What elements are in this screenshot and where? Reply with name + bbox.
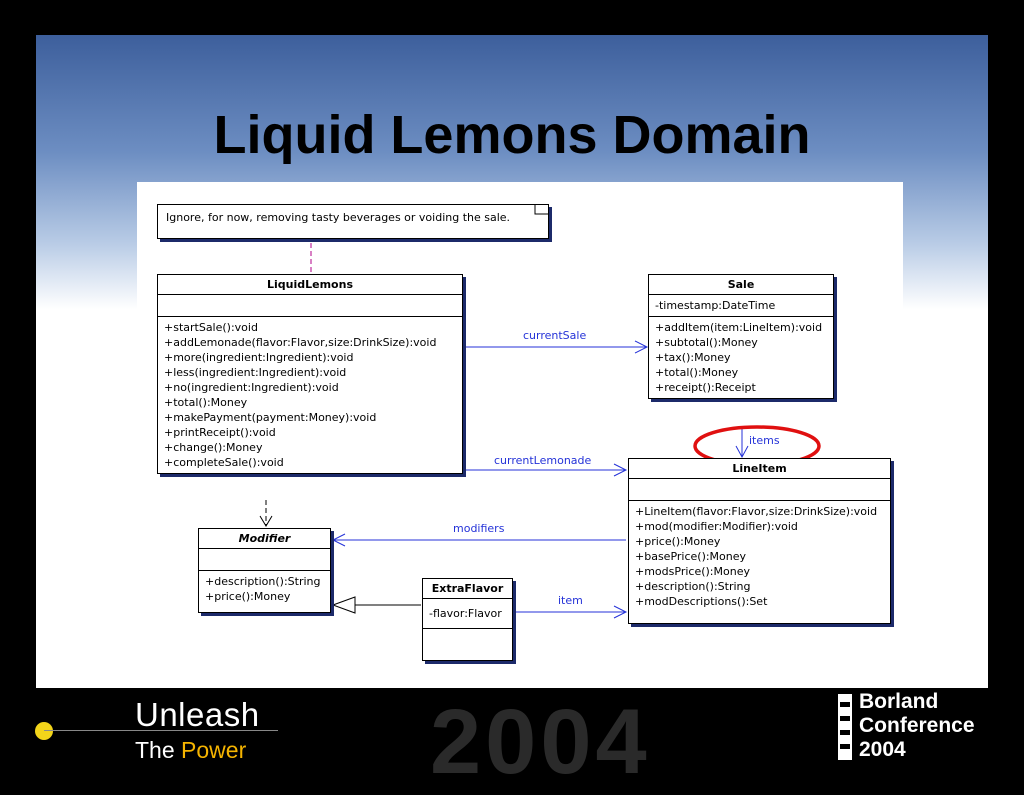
slide-title: Liquid Lemons Domain (213, 105, 811, 165)
note-box: Ignore, for now, removing tasty beverage… (157, 204, 549, 239)
yellow-dot-icon (35, 722, 53, 740)
current-sale-label: currentSale (523, 329, 586, 342)
operation-row: +addItem(item:LineItem):void (655, 321, 823, 334)
borland-line1: Borland (859, 690, 939, 713)
attributes-section: -timestamp:DateTime (649, 295, 833, 317)
operation-row: +receipt():Receipt (655, 381, 756, 394)
class-liquid-lemons[interactable]: LiquidLemons +startSale():void +addLemona… (157, 274, 463, 474)
operation-row: +total():Money (655, 366, 739, 379)
note-fold-icon (534, 204, 549, 215)
the-power-text: The Power (135, 737, 246, 764)
operation-row: +change():Money (164, 441, 263, 454)
class-sale[interactable]: Sale -timestamp:DateTime +addItem(item:L… (648, 274, 834, 399)
borland-logo-icon (838, 694, 852, 760)
attributes-section (158, 295, 462, 317)
attribute-row: -timestamp:DateTime (655, 299, 776, 312)
attributes-section (629, 479, 890, 501)
class-name: LineItem (629, 459, 890, 479)
class-name: Modifier (199, 529, 330, 549)
the-word: The (135, 737, 175, 763)
unleash-text: Unleash (135, 696, 260, 733)
operation-row: +tax():Money (655, 351, 731, 364)
operations-section: +description():String +price():Money (199, 571, 330, 612)
uml-diagram: currentSale currentLemonade items modifi… (137, 182, 903, 687)
operation-row: +basePrice():Money (635, 550, 747, 563)
modifiers-arrowhead (331, 533, 346, 547)
operations-section: +LineItem(flavor:Flavor,size:DrinkSize):… (629, 501, 890, 623)
diagram-connectors: currentSale currentLemonade items modifi… (259, 243, 821, 619)
operation-row: +description():String (635, 580, 751, 593)
operation-row: +modsPrice():Money (635, 565, 750, 578)
class-line-item[interactable]: LineItem +LineItem(flavor:Flavor,size:Dr… (628, 458, 891, 624)
current-lemonade-label: currentLemonade (494, 454, 592, 467)
class-name: ExtraFlavor (423, 579, 512, 599)
operation-row: +price():Money (635, 535, 721, 548)
item-arrowhead (613, 605, 628, 619)
current-lemonade-arrowhead (613, 463, 628, 477)
footer-bar (0, 688, 1024, 768)
operation-row: +printReceipt():void (164, 426, 276, 439)
operation-row: +addLemonade(flavor:Flavor,size:DrinkSiz… (164, 336, 437, 349)
borland-conference-text: Borland Conference 2004 (859, 690, 975, 762)
dependency-arrowhead (259, 515, 273, 527)
operations-section: +addItem(item:LineItem):void +subtotal():… (649, 317, 833, 398)
class-name: Sale (649, 275, 833, 295)
item-label: item (558, 594, 583, 607)
operation-row: +startSale():void (164, 321, 258, 334)
attributes-section: -flavor:Flavor (423, 599, 512, 629)
borland-line3: 2004 (859, 738, 906, 761)
generalization-arrowhead (331, 596, 356, 614)
note-text: Ignore, for now, removing tasty beverage… (166, 211, 511, 224)
operation-row: +modDescriptions():Set (635, 595, 768, 608)
power-word: Power (181, 737, 247, 763)
year-watermark: 2004 (430, 691, 651, 793)
modifiers-label: modifiers (453, 522, 505, 535)
operations-section: +startSale():void +addLemonade(flavor:Fla… (158, 317, 462, 473)
class-modifier[interactable]: Modifier +description():String +price():M… (198, 528, 331, 613)
operation-row: +LineItem(flavor:Flavor,size:DrinkSize):… (635, 505, 878, 518)
class-extra-flavor[interactable]: ExtraFlavor -flavor:Flavor (422, 578, 513, 661)
operations-section (423, 629, 512, 660)
operation-row: +price():Money (205, 590, 291, 603)
operation-row: +subtotal():Money (655, 336, 758, 349)
footer-divider (44, 730, 278, 731)
operation-row: +total():Money (164, 396, 248, 409)
operation-row: +makePayment(payment:Money):void (164, 411, 377, 424)
attributes-section (199, 549, 330, 571)
operation-row: +mod(modifier:Modifier):void (635, 520, 798, 533)
borland-line2: Conference (859, 714, 975, 737)
attribute-row: -flavor:Flavor (429, 607, 502, 620)
operation-row: +description():String (205, 575, 321, 588)
operation-row: +completeSale():void (164, 456, 284, 469)
operation-row: +no(ingredient:Ingredient):void (164, 381, 339, 394)
class-name: LiquidLemons (158, 275, 462, 295)
items-label: items (749, 434, 780, 447)
operation-row: +less(ingredient:Ingredient):void (164, 366, 347, 379)
items-arrowhead (735, 445, 749, 459)
current-sale-arrowhead (634, 340, 649, 354)
operation-row: +more(ingredient:Ingredient):void (164, 351, 354, 364)
